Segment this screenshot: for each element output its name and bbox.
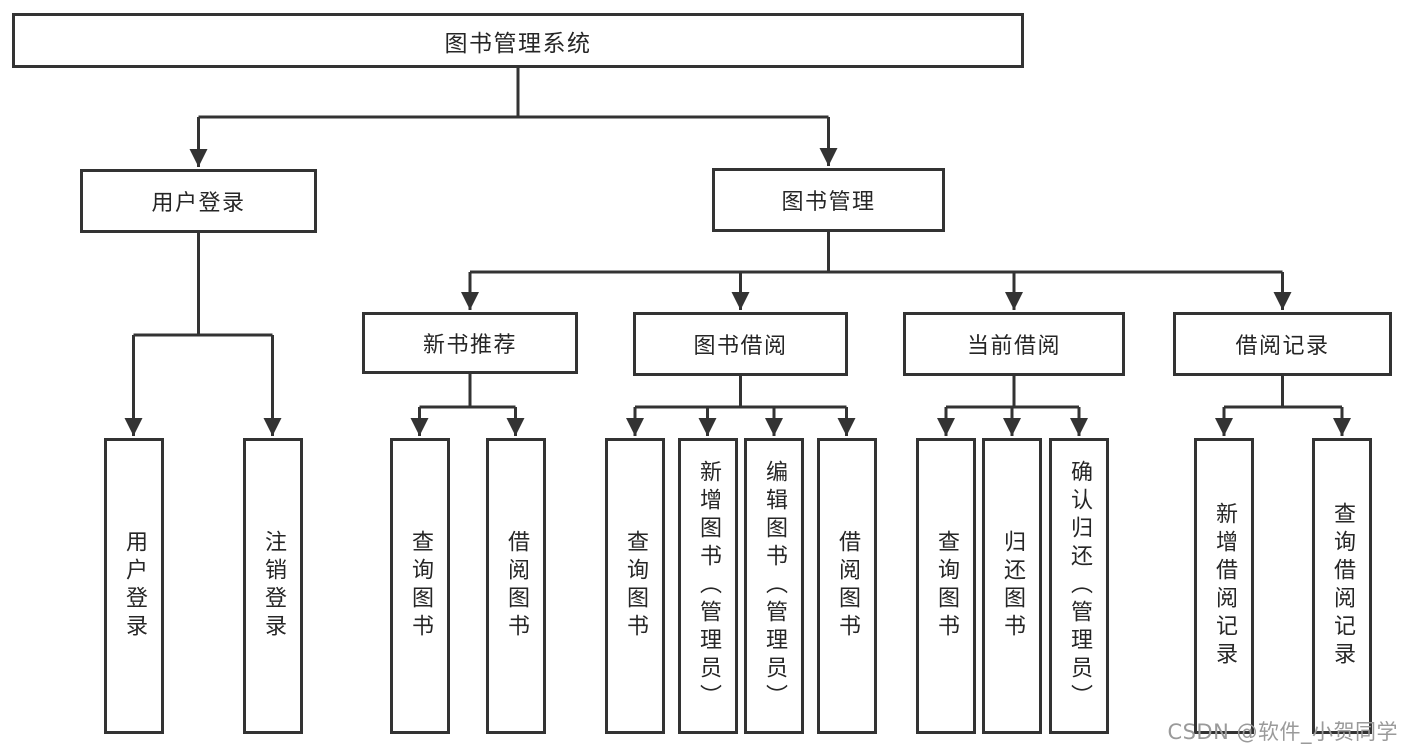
node-return-book: 归还图书 bbox=[982, 438, 1042, 734]
node-query-borrow-record: 查询借阅记录 bbox=[1312, 438, 1372, 734]
node-label: 当前借阅 bbox=[966, 334, 1061, 359]
node-borrow-book: 借阅图书 bbox=[486, 438, 546, 734]
node-add-borrow-record: 新增借阅记录 bbox=[1194, 438, 1254, 734]
node-current-borrow: 当前借阅 bbox=[903, 312, 1125, 376]
node-label: 新增图书（管理员） bbox=[696, 460, 721, 712]
node-book-borrow: 图书借阅 bbox=[633, 312, 848, 376]
node-label: 编辑图书（管理员） bbox=[762, 460, 787, 712]
node-query-books: 查询图书 bbox=[390, 438, 450, 734]
node-label: 新增借阅记录 bbox=[1212, 502, 1237, 670]
node-borrow-book: 借阅图书 bbox=[817, 438, 877, 734]
node-query-books: 查询图书 bbox=[605, 438, 665, 734]
node-label: 借阅图书 bbox=[835, 530, 860, 642]
node-label: 借阅图书 bbox=[504, 530, 529, 642]
node-label: 查询借阅记录 bbox=[1330, 502, 1355, 670]
node-user-login-branch: 用户登录 bbox=[80, 169, 317, 233]
node-label: 图书管理 bbox=[781, 190, 876, 215]
node-label: 图书借阅 bbox=[693, 334, 788, 359]
node-confirm-return-admin: 确认归还（管理员） bbox=[1049, 438, 1109, 734]
node-edit-book-admin: 编辑图书（管理员） bbox=[744, 438, 804, 734]
node-library-management-system: 图书管理系统 bbox=[12, 13, 1024, 68]
node-label: 归还图书 bbox=[1000, 530, 1025, 642]
node-label: 查询图书 bbox=[408, 530, 433, 642]
node-query-books: 查询图书 bbox=[916, 438, 976, 734]
csdn-watermark: CSDN @软件_小贺同学 bbox=[1167, 720, 1398, 744]
node-logout: 注销登录 bbox=[243, 438, 303, 734]
node-label: 注销登录 bbox=[261, 530, 286, 642]
node-label: 用户登录 bbox=[122, 530, 147, 642]
node-user-login: 用户登录 bbox=[104, 438, 164, 734]
node-label: 查询图书 bbox=[623, 530, 648, 642]
node-label: 查询图书 bbox=[934, 530, 959, 642]
node-label: 借阅记录 bbox=[1235, 334, 1330, 359]
node-label: 图书管理系统 bbox=[444, 30, 592, 57]
node-borrow-records: 借阅记录 bbox=[1173, 312, 1392, 376]
node-book-management: 图书管理 bbox=[712, 168, 945, 232]
node-label: 用户登录 bbox=[151, 191, 246, 216]
node-add-book-admin: 新增图书（管理员） bbox=[678, 438, 738, 734]
node-new-book-recommend: 新书推荐 bbox=[362, 312, 578, 374]
node-label: 确认归还（管理员） bbox=[1067, 460, 1092, 712]
node-label: 新书推荐 bbox=[422, 333, 517, 358]
